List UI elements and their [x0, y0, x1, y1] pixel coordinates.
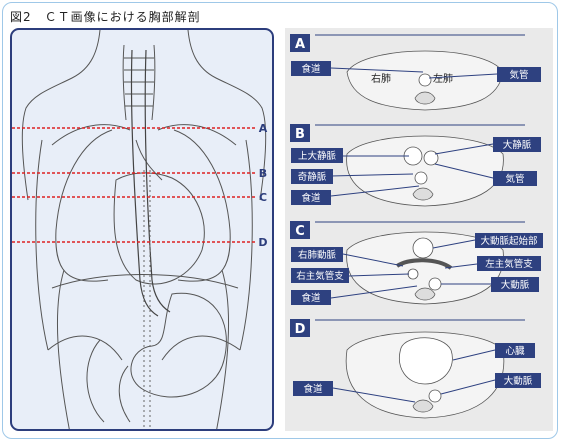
label-aorta-c: 大動脈: [501, 279, 530, 291]
section-letter: D: [295, 322, 306, 337]
level-label-a: A: [259, 122, 268, 135]
level-label-b: B: [259, 167, 267, 180]
label-trachea-a: 気管: [509, 69, 528, 81]
anatomy-illustration-panel: A B C D: [10, 28, 274, 431]
label-right-pulmonary-artery: 右肺動脈: [298, 249, 337, 261]
level-label-c: C: [259, 191, 267, 204]
ct-section-c: C 右肺動脈 右主気管支 食道 大動脈起始部 左主気管支 大動: [290, 221, 543, 305]
label-aorta-d: 大動脈: [504, 375, 533, 387]
label-right-main-bronchus: 右主気管支: [296, 270, 344, 282]
label-left-main-bronchus: 左主気管支: [485, 258, 533, 270]
section-letter: C: [295, 224, 305, 239]
label-aortic-root: 大動脈起始部: [480, 235, 537, 247]
label-right-lung: 右肺: [371, 72, 391, 85]
level-label-d: D: [258, 236, 267, 249]
label-great-vein: 大静脈: [503, 139, 532, 151]
label-heart: 心臓: [505, 346, 525, 357]
label-left-lung: 左肺: [433, 72, 453, 85]
label-esophagus-a: 食道: [301, 63, 321, 75]
ct-section-d: D 心臓 大動脈 食道: [290, 319, 541, 419]
label-superior-vena-cava: 上大静脈: [298, 150, 337, 162]
section-letter: A: [295, 37, 305, 52]
ct-section-b: B 上大静脈 奇静脈 食道 大静脈 気管: [290, 124, 541, 207]
figure-title: 図2 ＣＴ画像における胸部解剖: [10, 10, 201, 24]
thorax-illustration: A B C D: [12, 30, 268, 429]
label-esophagus-d: 食道: [303, 383, 323, 395]
section-letter: B: [295, 127, 305, 142]
ct-sections-panel: A 右肺 左肺 食道 気管 B: [285, 28, 553, 431]
label-esophagus-b: 食道: [301, 192, 321, 204]
label-trachea-b: 気管: [505, 173, 524, 185]
label-esophagus-c: 食道: [301, 292, 321, 304]
ct-section-a: A 右肺 左肺 食道 気管: [290, 34, 541, 111]
ct-sections-illustration: A 右肺 左肺 食道 気管 B: [290, 34, 543, 419]
label-azygos-vein: 奇静脈: [298, 171, 327, 183]
